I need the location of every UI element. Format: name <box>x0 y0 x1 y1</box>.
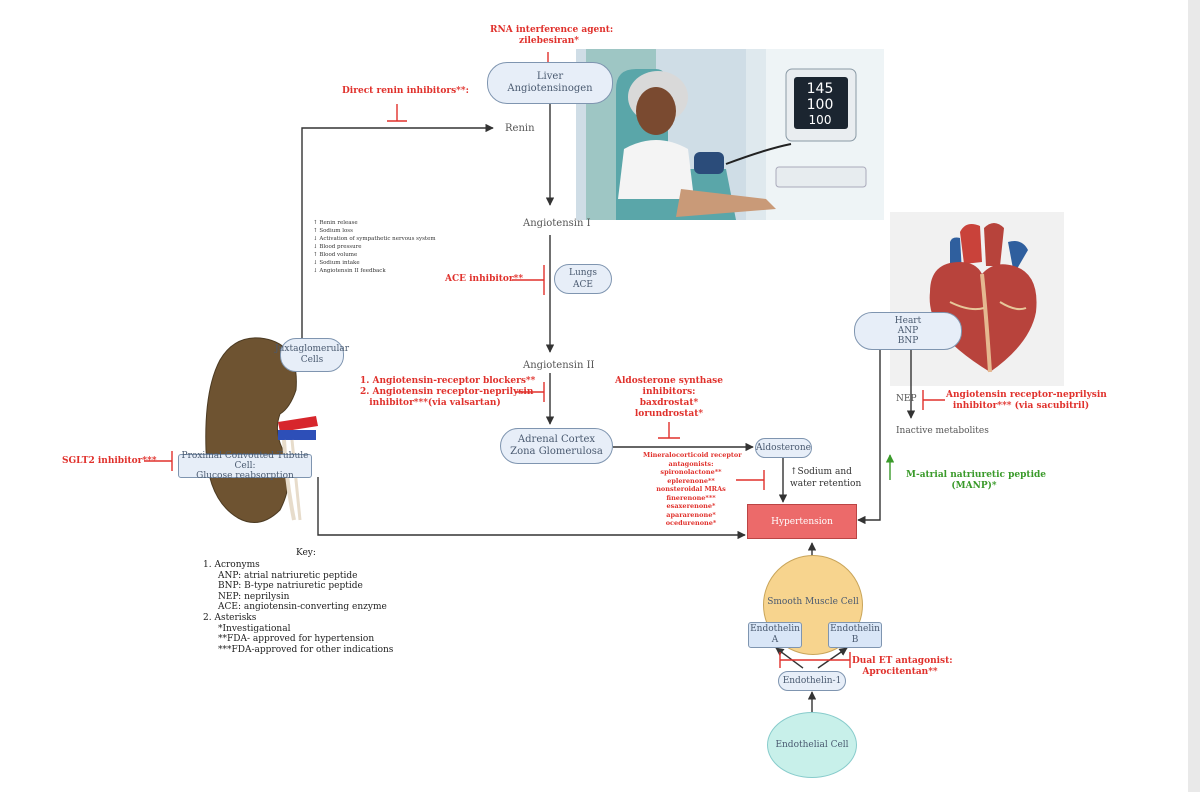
feedback-list: ↑ Renin release ↑ Sodium loss ↓ Activati… <box>313 220 436 274</box>
edge-endo1-b <box>817 647 848 669</box>
drug-arb-arni: 1. Angiotensin-receptor blockers**2. Ang… <box>360 376 536 408</box>
drug-sglt2: SGLT2 inhibitor*** <box>62 456 157 466</box>
node-nep: NEP <box>896 394 917 404</box>
scrollbar-track[interactable] <box>1188 0 1200 792</box>
inhib-renin <box>387 104 407 122</box>
inhib-ace <box>512 265 545 295</box>
key-title: Key: <box>296 548 316 558</box>
node-aldosterone: Aldosterone <box>755 438 812 458</box>
edge-kidney-hypertension <box>317 477 746 540</box>
patient-bp-illustration: 145 100 100 <box>576 49 884 220</box>
node-endothelial: Endothelial Cell <box>767 712 857 778</box>
inhib-sglt2 <box>144 451 173 471</box>
key-legend: 1. Acronyms ANP: atrial natriuretic pept… <box>203 560 394 655</box>
inhib-dual-et <box>779 652 851 668</box>
node-proximal-tubule: Proximal Convouted Tubule Cell:Glucose r… <box>178 451 312 481</box>
bp-reading-mid: 100 <box>807 97 834 113</box>
drug-direct-renin-inhibitors: Direct renin inhibitors**: <box>342 86 469 96</box>
edge-renin <box>301 123 494 338</box>
edge-endo1-a <box>775 647 804 669</box>
node-angiotensin-2: Angiotensin II <box>523 360 595 371</box>
bp-reading-low: 100 <box>809 113 832 127</box>
bp-reading-top: 145 <box>807 81 834 97</box>
drug-dual-et-antagonist: Dual ET antagonist:Aprocitentan** <box>852 656 953 677</box>
node-renin: Renin <box>505 123 535 134</box>
drug-manp: M-atrial natriuretic peptide(MANP)* <box>906 470 1047 491</box>
drug-rna-interference: RNA interference agent:zilebesiran* <box>490 25 614 46</box>
inhib-arb <box>515 382 545 402</box>
inhib-sacubitril <box>922 390 945 410</box>
node-endothelin-1: Endothelin-1 <box>778 671 846 691</box>
inhib-aldo-synthase <box>658 422 680 439</box>
drug-ace-inhibitor: ACE inhibitor** <box>445 274 524 284</box>
node-hypertension: Hypertension <box>747 504 857 539</box>
edge-heart-hypertension <box>857 350 881 525</box>
node-inactive-metabolites: Inactive metabolites <box>896 426 989 436</box>
node-angiotensin-1: Angiotensin I <box>523 218 591 229</box>
inhib-mra <box>736 470 765 490</box>
